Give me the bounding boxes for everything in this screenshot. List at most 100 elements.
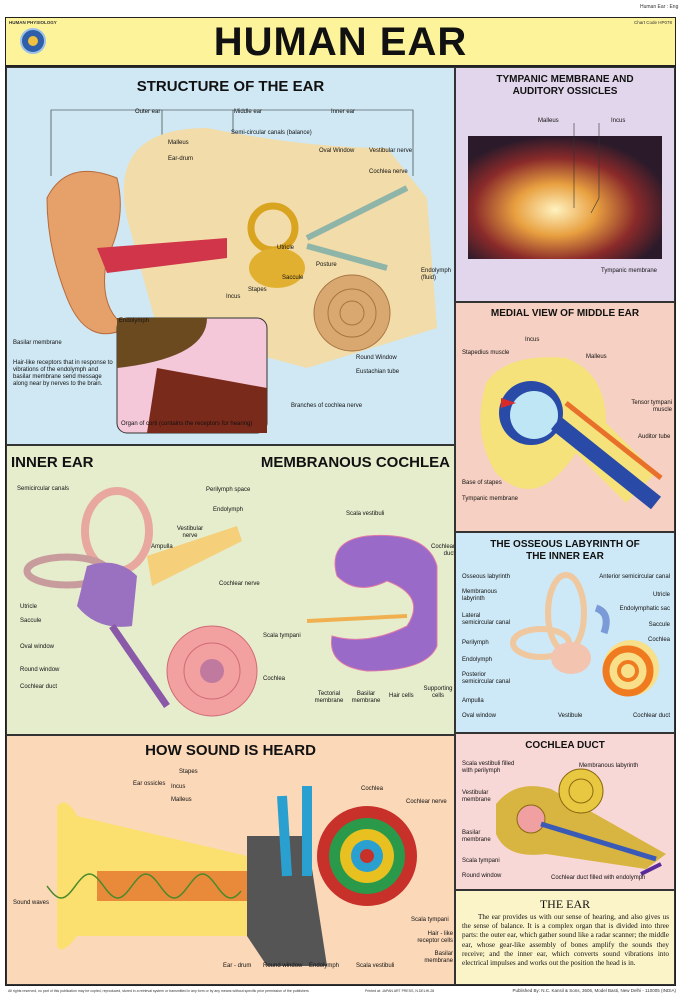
label-endolymph: Endolymph bbox=[462, 657, 493, 663]
inner-ear-illustration bbox=[23, 487, 438, 717]
label-cochlear-duct-endolymph: Cochlear duct filled with endolymph bbox=[551, 875, 646, 881]
about-text: The ear provides us with our sense of he… bbox=[462, 913, 669, 968]
label-oval-window: Oval window bbox=[462, 713, 497, 719]
label-posture: Posture bbox=[316, 262, 337, 268]
label-hair-cells: Hair cells bbox=[389, 693, 414, 699]
membranous-cochlea-title: MEMBRANOUS COCHLEA bbox=[260, 454, 450, 471]
label-round-window: Round Window bbox=[356, 355, 397, 361]
label-hair-receptor-cells: Hair - like receptor cells bbox=[417, 931, 453, 944]
label-scala-tympani: Scala tympani bbox=[263, 633, 301, 639]
label-organ-of-corti: Organ of corti (contains the receptors f… bbox=[121, 421, 253, 427]
label-round-window: Round window bbox=[462, 873, 502, 879]
label-incus: Incus bbox=[525, 337, 540, 343]
how-sound-title: HOW SOUND IS HEARD bbox=[145, 742, 316, 759]
cochlea-duct-title: COCHLEA DUCT bbox=[525, 740, 605, 751]
label-branches-cochlea-nerve: Branches of cochlea nerve bbox=[291, 403, 363, 409]
label-vestibule: Vestibule bbox=[558, 713, 583, 719]
label-membranous-labyrinth: Membranous labyrinth bbox=[579, 763, 639, 769]
osseous-labyrinth-illustration bbox=[510, 572, 659, 697]
publisher-logo bbox=[20, 28, 46, 54]
label-cochlea-nerve: Cochlea nerve bbox=[369, 169, 408, 175]
label-utricle: Utricle bbox=[652, 592, 670, 598]
medial-title: MEDIAL VIEW OF MIDDLE EAR bbox=[490, 308, 640, 319]
label-utricle: Utricle bbox=[20, 604, 38, 610]
how-sound-panel: HOW SOUND IS HEARD Stapes Ear ossicles I… bbox=[6, 735, 455, 985]
publisher-info: Published By: N.C. Kansil & Sons, 3606, … bbox=[512, 988, 677, 993]
label-ear-drum: Ear - drum bbox=[223, 963, 252, 969]
label-lateral-canal: Lateral semicircular canal bbox=[462, 613, 511, 626]
label-posterior-canal: Posterior semicircular canal bbox=[462, 672, 511, 685]
label-endolymph: Endolymph bbox=[213, 507, 244, 513]
inner-ear-title: INNER EAR bbox=[11, 454, 94, 471]
osseous-panel: THE OSSEOUS LABYRINTH OF THE INNER EAR O… bbox=[455, 532, 675, 733]
middle-ear-illustration bbox=[480, 357, 663, 510]
label-tectorial-membrane: Tectorial membrane bbox=[314, 691, 344, 704]
label-semicircular-canals: Semi-circular canals (balance) bbox=[231, 130, 312, 136]
ear-structure-illustration bbox=[46, 109, 438, 434]
header: HUMAN PHYSIOLOGY Chart Code HP078 HUMAN … bbox=[6, 18, 675, 67]
label-perilymph: Perilymph bbox=[462, 640, 489, 646]
label-ampulla: Ampulla bbox=[151, 544, 173, 550]
label-auditor-tube: Auditor tube bbox=[638, 434, 671, 440]
label-scala-vestibuli: Scala vestibuli bbox=[346, 511, 385, 517]
osseous-title: THE OSSEOUS LABYRINTH OF THE INNER EAR bbox=[490, 539, 640, 562]
label-vestibular-nerve: Vestibular nerve bbox=[369, 148, 413, 154]
series-label: HUMAN PHYSIOLOGY bbox=[9, 20, 57, 25]
label-cochlear-nerve: Cochlear nerve bbox=[406, 799, 447, 805]
medial-panel: MEDIAL VIEW OF MIDDLE EAR Incus Stapediu… bbox=[455, 302, 675, 532]
label-malleus: Malleus bbox=[168, 140, 189, 146]
about-title: THE EAR bbox=[539, 897, 591, 911]
label-incus: Incus bbox=[171, 784, 186, 790]
label-osseous-labyrinth: Osseous labyrinth bbox=[462, 574, 511, 580]
label-scala-tympani: Scala tympani bbox=[462, 858, 500, 864]
label-basilar-membrane: Basilar membrane bbox=[424, 951, 453, 964]
label-ear-ossicles: Ear ossicles bbox=[133, 781, 166, 787]
tympanic-title: TYMPANIC MEMBRANE AND AUDITORY OSSICLES bbox=[496, 74, 634, 97]
label-scala-tympani: Scala tympani bbox=[411, 917, 449, 923]
label-hair-receptors: Hair-like receptors that in response to … bbox=[13, 360, 113, 387]
label-vestibular-membrane: Vestibular membrane bbox=[462, 790, 491, 803]
label-cochlear-nerve: Cochlear nerve bbox=[219, 581, 260, 587]
label-scala-vestibuli: Scala vestibuli filled with perilymph bbox=[462, 761, 515, 774]
label-saccule: Saccule bbox=[282, 275, 304, 281]
about-panel: THE EAR The ear provides us with our sen… bbox=[455, 890, 675, 985]
top-right-code: Human Ear : Eng bbox=[640, 4, 679, 10]
label-outer-ear: Outer ear bbox=[135, 109, 161, 115]
label-utricle: Utricle bbox=[277, 245, 295, 251]
label-tympanic-membrane: Tympanic membrane bbox=[601, 268, 658, 274]
label-cochlear-duct-2: Cochlear duct bbox=[430, 544, 455, 557]
label-basilar-membrane: Basilar membrane bbox=[462, 830, 491, 843]
label-round-window: Round window bbox=[20, 667, 60, 673]
label-supporting-cells: Supporting cells bbox=[423, 686, 453, 699]
label-incus: Incus bbox=[226, 294, 241, 300]
label-inner-ear: Inner ear bbox=[331, 109, 356, 115]
label-vestibular-nerve: Vestibular nerve bbox=[176, 526, 204, 539]
structure-title: STRUCTURE OF THE EAR bbox=[136, 78, 325, 95]
label-basilar-membrane: Basilar membrane bbox=[13, 340, 62, 346]
cochlea-duct-illustration bbox=[496, 768, 666, 876]
inner-ear-panel: INNER EAR MEMBRANOUS COCHLEA Semicircula… bbox=[6, 445, 455, 735]
label-malleus: Malleus bbox=[586, 354, 607, 360]
page-title: HUMAN EAR bbox=[213, 20, 468, 64]
label-ampulla: Ampulla bbox=[462, 698, 484, 704]
label-cochlear-duct: Cochlear duct bbox=[632, 713, 670, 719]
copyright-notice: All rights reserved, no part of this pub… bbox=[8, 989, 309, 993]
label-tensor-tympani: Tensor tympani muscle bbox=[631, 400, 672, 413]
label-semicircular-canals: Semicircular canals bbox=[17, 486, 70, 492]
label-endolymph-fluid: Endolymph (fluid) bbox=[421, 268, 452, 281]
label-base-of-stapes: Base of stapes bbox=[462, 480, 502, 486]
label-anterior-canal: Anterior semicircular canal bbox=[599, 574, 670, 580]
label-incus: Incus bbox=[611, 118, 626, 124]
label-stapes: Stapes bbox=[179, 769, 198, 775]
chart-code: Chart Code HP078 bbox=[633, 20, 672, 25]
label-middle-ear: Middle ear bbox=[234, 109, 263, 115]
label-endolymph: Endolymph bbox=[119, 318, 150, 324]
label-oval-window: Oval window bbox=[20, 644, 55, 650]
label-sound-waves: Sound waves bbox=[13, 900, 50, 906]
label-eustachian-tube: Eustachian tube bbox=[356, 369, 400, 375]
sound-hearing-illustration bbox=[46, 786, 417, 966]
tympanic-photo bbox=[468, 123, 662, 259]
label-membranous-labyrinth: Membranous labyrinth bbox=[462, 589, 498, 602]
sound-wave bbox=[46, 873, 242, 899]
printer-info: Printed at: JAPAN ART PRESS, N.DELHI-28 bbox=[365, 989, 435, 993]
